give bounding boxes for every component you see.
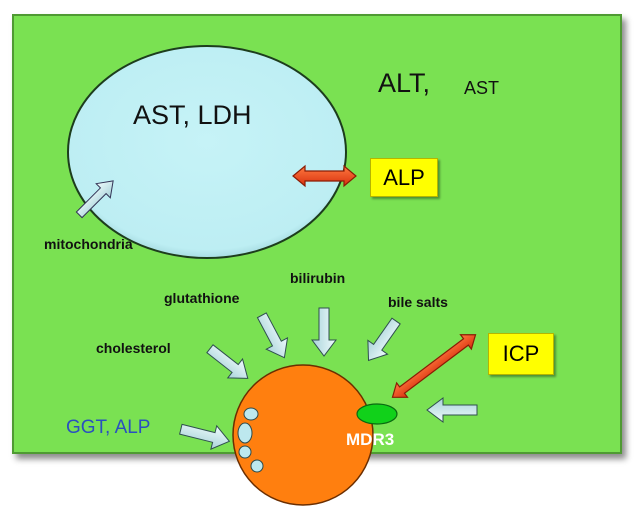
bile-canaliculus bbox=[232, 364, 374, 506]
mitochondrion-enzymes-label: AST, LDH bbox=[133, 100, 252, 130]
icp-box: ICP bbox=[488, 333, 554, 375]
mdr3-input-arrow-icon bbox=[426, 397, 478, 423]
input-label-glutathione: glutathione bbox=[164, 290, 240, 306]
mitochondrion bbox=[67, 45, 347, 259]
cytosol-enzyme-alt: ALT, bbox=[378, 68, 431, 98]
cholesterol-arrow-icon bbox=[206, 344, 249, 379]
ggt-alp-arrow-icon bbox=[179, 423, 231, 450]
input-label-bilirubin: bilirubin bbox=[290, 270, 346, 286]
mitochondria-arrow-icon bbox=[75, 180, 114, 219]
mdr3-transporter bbox=[356, 403, 398, 425]
alp-box: ALP bbox=[370, 158, 438, 197]
membrane-enzymes-label: GGT, ALP bbox=[66, 417, 151, 438]
glutathione-arrow-icon bbox=[256, 312, 289, 359]
double-arrow-alp bbox=[292, 164, 357, 188]
mdr3-label: MDR3 bbox=[346, 430, 395, 449]
cytosol-enzyme-ast: AST bbox=[464, 78, 500, 98]
input-label-cholesterol: cholesterol bbox=[96, 340, 171, 356]
bile-salts-arrow-icon bbox=[367, 317, 401, 362]
double-arrow-icp bbox=[391, 334, 477, 398]
input-label-bile-salts: bile salts bbox=[388, 294, 448, 310]
bilirubin-arrow-icon bbox=[311, 307, 337, 357]
membrane-vesicles bbox=[237, 407, 264, 473]
mitochondria-label: mitochondria bbox=[44, 236, 133, 252]
